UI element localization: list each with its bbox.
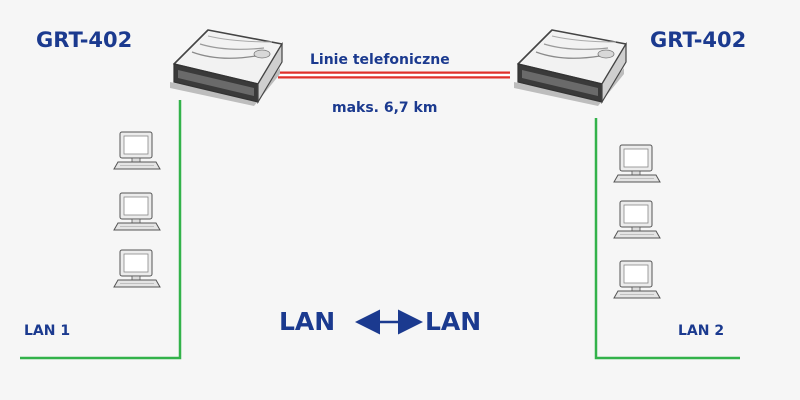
- lan1-cable: [20, 100, 182, 360]
- left-device-label: GRT-402: [36, 28, 133, 52]
- lan2-label: LAN 2: [678, 323, 725, 339]
- lan2-cable: [594, 118, 740, 360]
- phone-line-label: Linie telefoniczne: [310, 52, 450, 68]
- right-device-label: GRT-402: [650, 28, 747, 52]
- center-lan-left-label: LAN: [279, 307, 336, 336]
- distance-label: maks. 6,7 km: [332, 100, 438, 116]
- center-lan-right-label: LAN: [425, 307, 482, 336]
- lan1-label: LAN 1: [24, 323, 71, 339]
